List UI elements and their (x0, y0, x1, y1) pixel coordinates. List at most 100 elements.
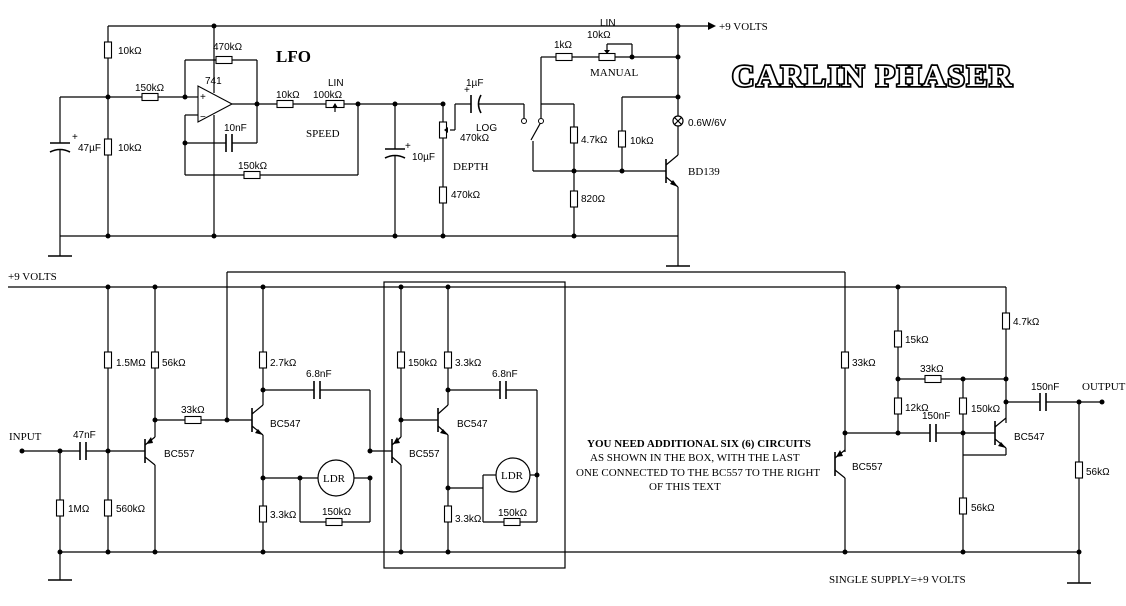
lfo-section: +9 VOLTS 10kΩ 10kΩ + 47µF 150kΩ 741 + − (48, 18, 768, 267)
repeat-stage-box (383, 281, 566, 569)
resistor-label: 150kΩ (135, 83, 165, 94)
capacitor-label: 6.8nF (492, 369, 518, 380)
svg-text:+: + (72, 132, 78, 143)
ldr-label: LDR (323, 473, 346, 485)
schematic-title: CARLIN PHASER (732, 58, 1014, 93)
resistor-56k-emitter (150, 351, 160, 369)
resistor-1m5-bias (103, 351, 113, 369)
note-line: OF THIS TEXT (649, 481, 721, 493)
resistor-label: 1.5MΩ (116, 358, 146, 369)
transistor-label: BC557 (409, 449, 440, 460)
capacitor-label: 6.8nF (306, 369, 332, 380)
audio-section: +9 VOLTS SINGLE SUPPLY=+9 VOLTS INPUT 47… (8, 271, 1126, 586)
note-line: AS SHOWN IN THE BOX, WITH THE LAST (590, 452, 800, 464)
transistor-label: BD139 (688, 166, 720, 178)
resistor-label: 1MΩ (68, 504, 90, 515)
potentiometer-label: 100kΩ (313, 90, 343, 101)
resistor-3k3-box-collector (443, 351, 453, 369)
resistor-label: 150kΩ (408, 358, 438, 369)
resistor-150k-in (141, 92, 159, 102)
supply-note: SINGLE SUPPLY=+9 VOLTS (829, 574, 966, 586)
svg-text:−: − (200, 112, 206, 123)
resistor-label: 12kΩ (905, 403, 929, 414)
resistor-470k-depth (438, 186, 448, 204)
resistor-label: 33kΩ (920, 364, 944, 375)
resistor-label: 1kΩ (554, 40, 573, 51)
taper-label: LIN (328, 78, 344, 89)
resistor-150k-ldr1 (325, 517, 343, 527)
transistor-label: BC547 (457, 419, 488, 430)
resistor-12k (893, 397, 903, 415)
resistor-1m-input (55, 499, 65, 517)
resistor-470k-feedback (215, 55, 233, 65)
svg-text:+: + (464, 85, 470, 96)
resistor-label: 56kΩ (1086, 467, 1110, 478)
mode-switch[interactable] (530, 121, 542, 141)
resistor-820-base (569, 190, 579, 208)
resistor-label: 560kΩ (116, 504, 146, 515)
capacitor-label: 150nF (922, 411, 950, 422)
capacitor-label: 1µF (466, 78, 483, 89)
taper-label: LOG (476, 123, 497, 134)
resistor-10k-out (276, 99, 294, 109)
resistor-4k7-base (569, 126, 579, 144)
potentiometer-label: 10kΩ (587, 30, 611, 41)
resistor-bias-top (103, 41, 113, 59)
ldr-label: LDR (501, 470, 524, 482)
resistor-3k3-emitter (258, 505, 268, 523)
resistor-label: 10kΩ (118, 46, 142, 57)
svg-text:+: + (200, 92, 206, 103)
resistor-bias-bottom (103, 138, 113, 156)
potentiometer-manual[interactable] (598, 52, 616, 62)
resistor-label: 10kΩ (630, 136, 654, 147)
resistor-150k-box-ldr (503, 517, 521, 527)
resistor-150k-feedback (243, 170, 261, 180)
resistor-label: 4.7kΩ (1013, 317, 1040, 328)
output-label: OUTPUT (1082, 381, 1126, 393)
taper-label: LIN (600, 18, 616, 29)
resistor-label: 56kΩ (162, 358, 186, 369)
resistor-label: 3.3kΩ (455, 358, 482, 369)
resistor-1k-manual (555, 52, 573, 62)
manual-label: MANUAL (590, 67, 639, 79)
resistor-150k-mix (958, 397, 968, 415)
capacitor-label: 10nF (224, 123, 247, 134)
resistor-label: 470kΩ (451, 190, 481, 201)
supply-top-label: +9 VOLTS (719, 21, 768, 33)
resistor-10k-lamp (617, 130, 627, 148)
depth-label: DEPTH (453, 161, 489, 173)
resistor-56k-output (1074, 461, 1084, 479)
note-line: ONE CONNECTED TO THE BC557 TO THE RIGHT (576, 467, 820, 479)
capacitor-label: 10µF (412, 152, 435, 163)
lfo-label: LFO (276, 47, 311, 66)
svg-text:+: + (405, 141, 411, 152)
resistor-label: 470kΩ (213, 42, 243, 53)
resistor-33k-feedback (924, 374, 942, 384)
resistor-label: 820Ω (581, 194, 606, 205)
resistor-15k (893, 330, 903, 348)
resistor-150k-box-top (396, 351, 406, 369)
resistor-label: 150kΩ (971, 404, 1001, 415)
resistor-label: 150kΩ (322, 507, 352, 518)
resistor-label: 33kΩ (852, 358, 876, 369)
supply-left-label: +9 VOLTS (8, 271, 57, 283)
resistor-label: 33kΩ (181, 405, 205, 416)
opamp-741 (197, 85, 234, 123)
resistor-33k-link (184, 415, 202, 425)
transistor-label: BC557 (852, 462, 883, 473)
resistor-label: 56kΩ (971, 503, 995, 514)
speed-label: SPEED (306, 128, 340, 140)
resistor-56k-emitter-out (958, 497, 968, 515)
resistor-label: 3.3kΩ (270, 510, 297, 521)
transistor-label: BC547 (1014, 432, 1045, 443)
resistor-33k-last (840, 351, 850, 369)
resistor-3k3-box-emitter (443, 505, 453, 523)
input-label: INPUT (9, 431, 42, 443)
resistor-label: 15kΩ (905, 335, 929, 346)
resistor-560k-bias (103, 499, 113, 517)
resistor-label: 2.7kΩ (270, 358, 297, 369)
resistor-label: 3.3kΩ (455, 514, 482, 525)
transistor-label: BC547 (270, 419, 301, 430)
note-line: YOU NEED ADDITIONAL SIX (6) CIRCUITS (587, 438, 811, 450)
